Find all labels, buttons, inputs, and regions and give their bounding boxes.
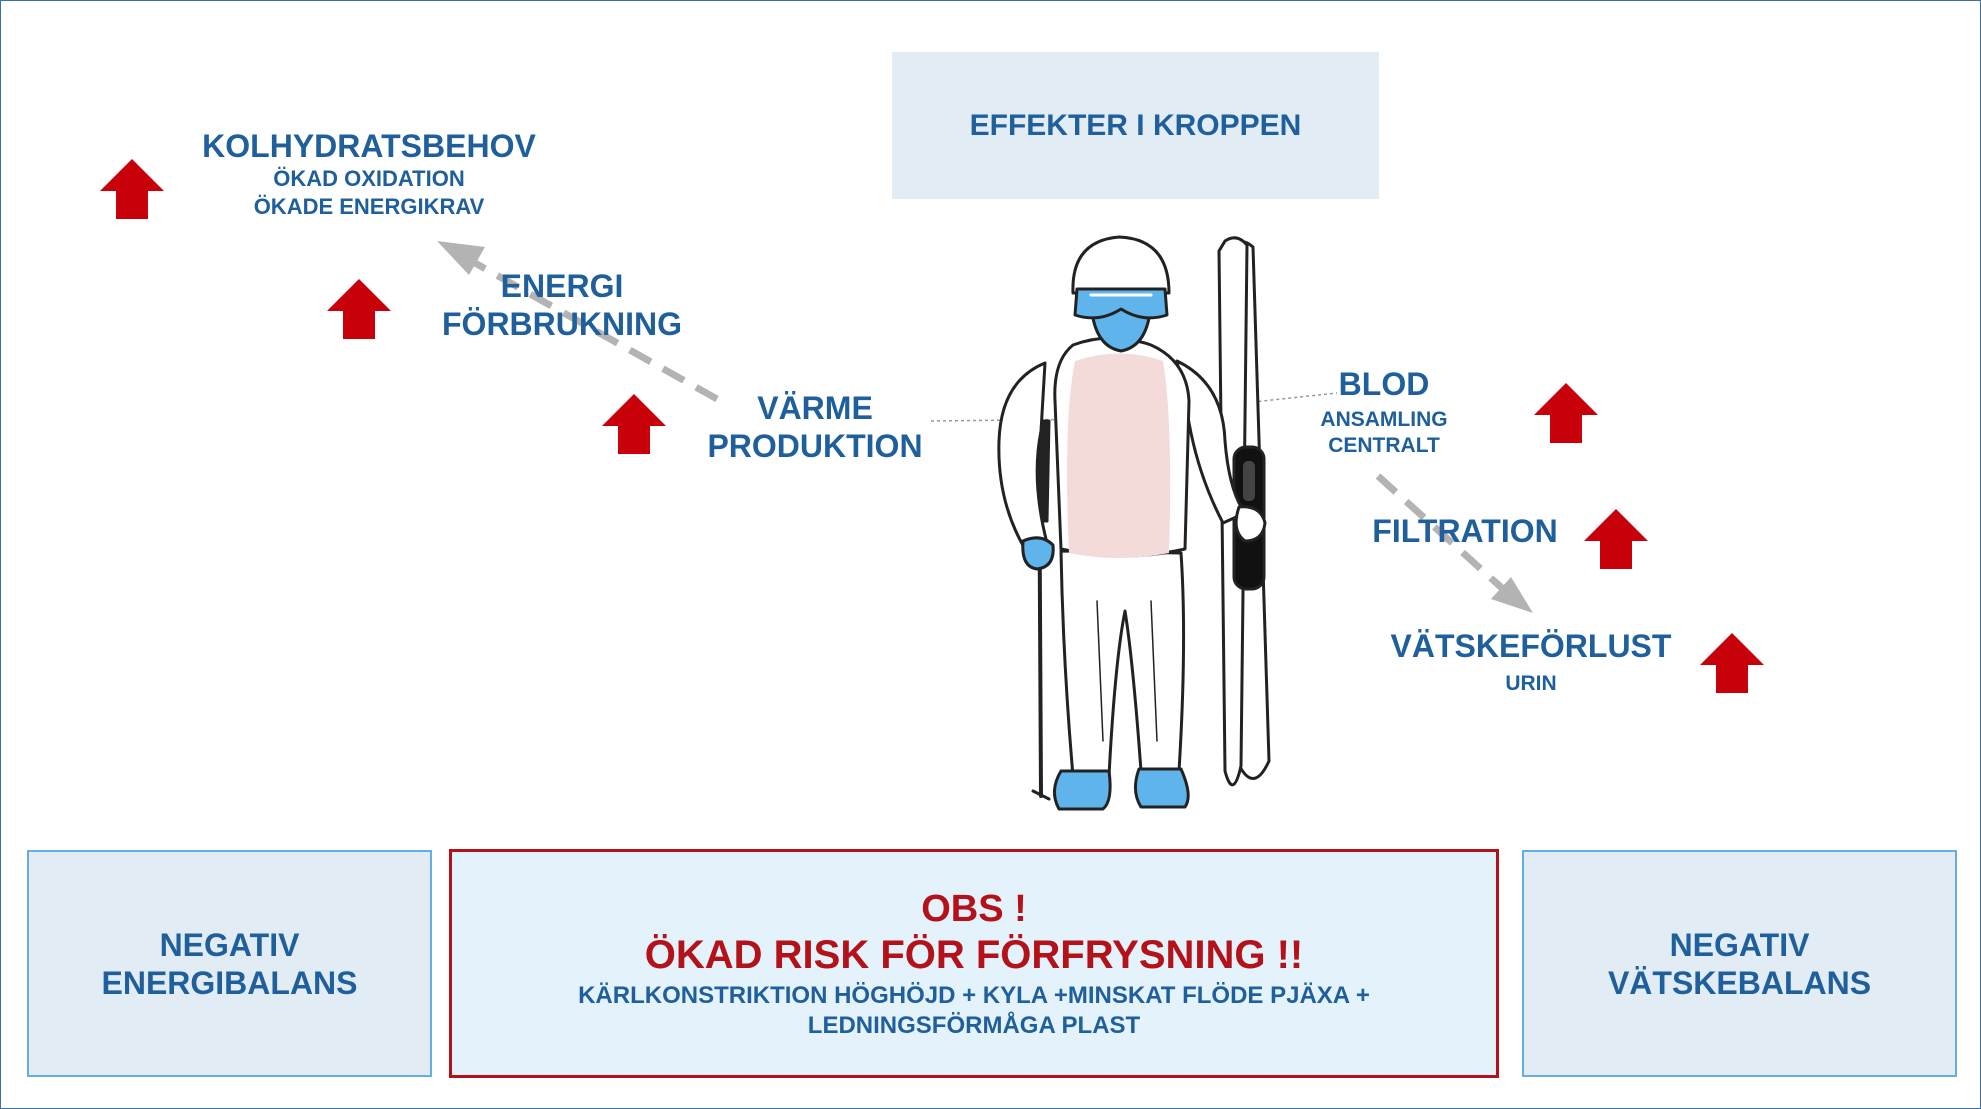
blood-line-2: CENTRALT [1328, 434, 1440, 457]
frostbite-alert-box: OBS ! ÖKAD RISK FÖR FÖRFRYSNING !! KÄRLK… [449, 849, 1499, 1078]
fluid-loss-title: VÄTSKEFÖRLUST [1390, 628, 1672, 664]
alert-detail-line-2: LEDNINGSFÖRMÅGA PLAST [807, 1011, 1141, 1039]
up-arrow-icon [100, 159, 164, 219]
up-arrow-icon [327, 279, 391, 339]
carbohydrate-need-block: KOLHYDRATSBEHOV ÖKAD OXIDATION ÖKADE ENE… [169, 127, 569, 221]
up-arrow-icon [1534, 383, 1598, 443]
heat-production-block: VÄRME PRODUKTION [665, 389, 965, 465]
carbohydrate-line-2: ÖKADE ENERGIKRAV [253, 194, 485, 219]
title-box: EFFEKTER I KROPPEN [892, 52, 1379, 199]
blood-block: BLOD ANSAMLING CENTRALT [1284, 365, 1484, 459]
dashed-arrow-icon [437, 241, 719, 403]
heat-line-2: PRODUKTION [707, 428, 923, 464]
carbohydrate-line-1: ÖKAD OXIDATION [273, 166, 465, 191]
carbohydrate-title: KOLHYDRATSBEHOV [202, 128, 536, 164]
energy-line-2: FÖRBRUKNING [442, 306, 682, 342]
alert-frostbite-risk: ÖKAD RISK FÖR FÖRFRYSNING !! [644, 932, 1304, 977]
negative-energy-balance-box: NEGATIV ENERGIBALANS [27, 850, 432, 1077]
energy-balance-line-2: ENERGIBALANS [101, 964, 358, 1001]
filtration-label: FILTRATION [1372, 513, 1558, 549]
blood-line-1: ANSAMLING [1320, 408, 1448, 431]
energy-balance-line-1: NEGATIV [159, 926, 300, 963]
page-title: EFFEKTER I KROPPEN [969, 108, 1302, 142]
alert-detail-line-1: KÄRLKONSTRIKTION HÖGHÖJD + KYLA +MINSKAT… [578, 981, 1370, 1009]
fluid-loss-sub: URIN [1505, 672, 1557, 695]
energy-line-1: ENERGI [500, 268, 624, 304]
alert-obs: OBS ! [921, 887, 1027, 930]
blood-title: BLOD [1338, 366, 1430, 402]
skier-illustration [997, 235, 1271, 811]
fluid-balance-line-2: VÄTSKEBALANS [1607, 964, 1872, 1001]
up-arrow-icon [1584, 509, 1648, 569]
negative-fluid-balance-box: NEGATIV VÄTSKEBALANS [1522, 850, 1957, 1077]
fluid-balance-line-1: NEGATIV [1669, 926, 1810, 963]
up-arrow-icon [602, 394, 666, 454]
heat-line-1: VÄRME [757, 390, 873, 426]
energy-consumption-block: ENERGI FÖRBRUKNING [412, 267, 712, 343]
dashed-arrow-icon [1375, 473, 1533, 613]
fluid-loss-block: VÄTSKEFÖRLUST URIN [1351, 627, 1711, 697]
